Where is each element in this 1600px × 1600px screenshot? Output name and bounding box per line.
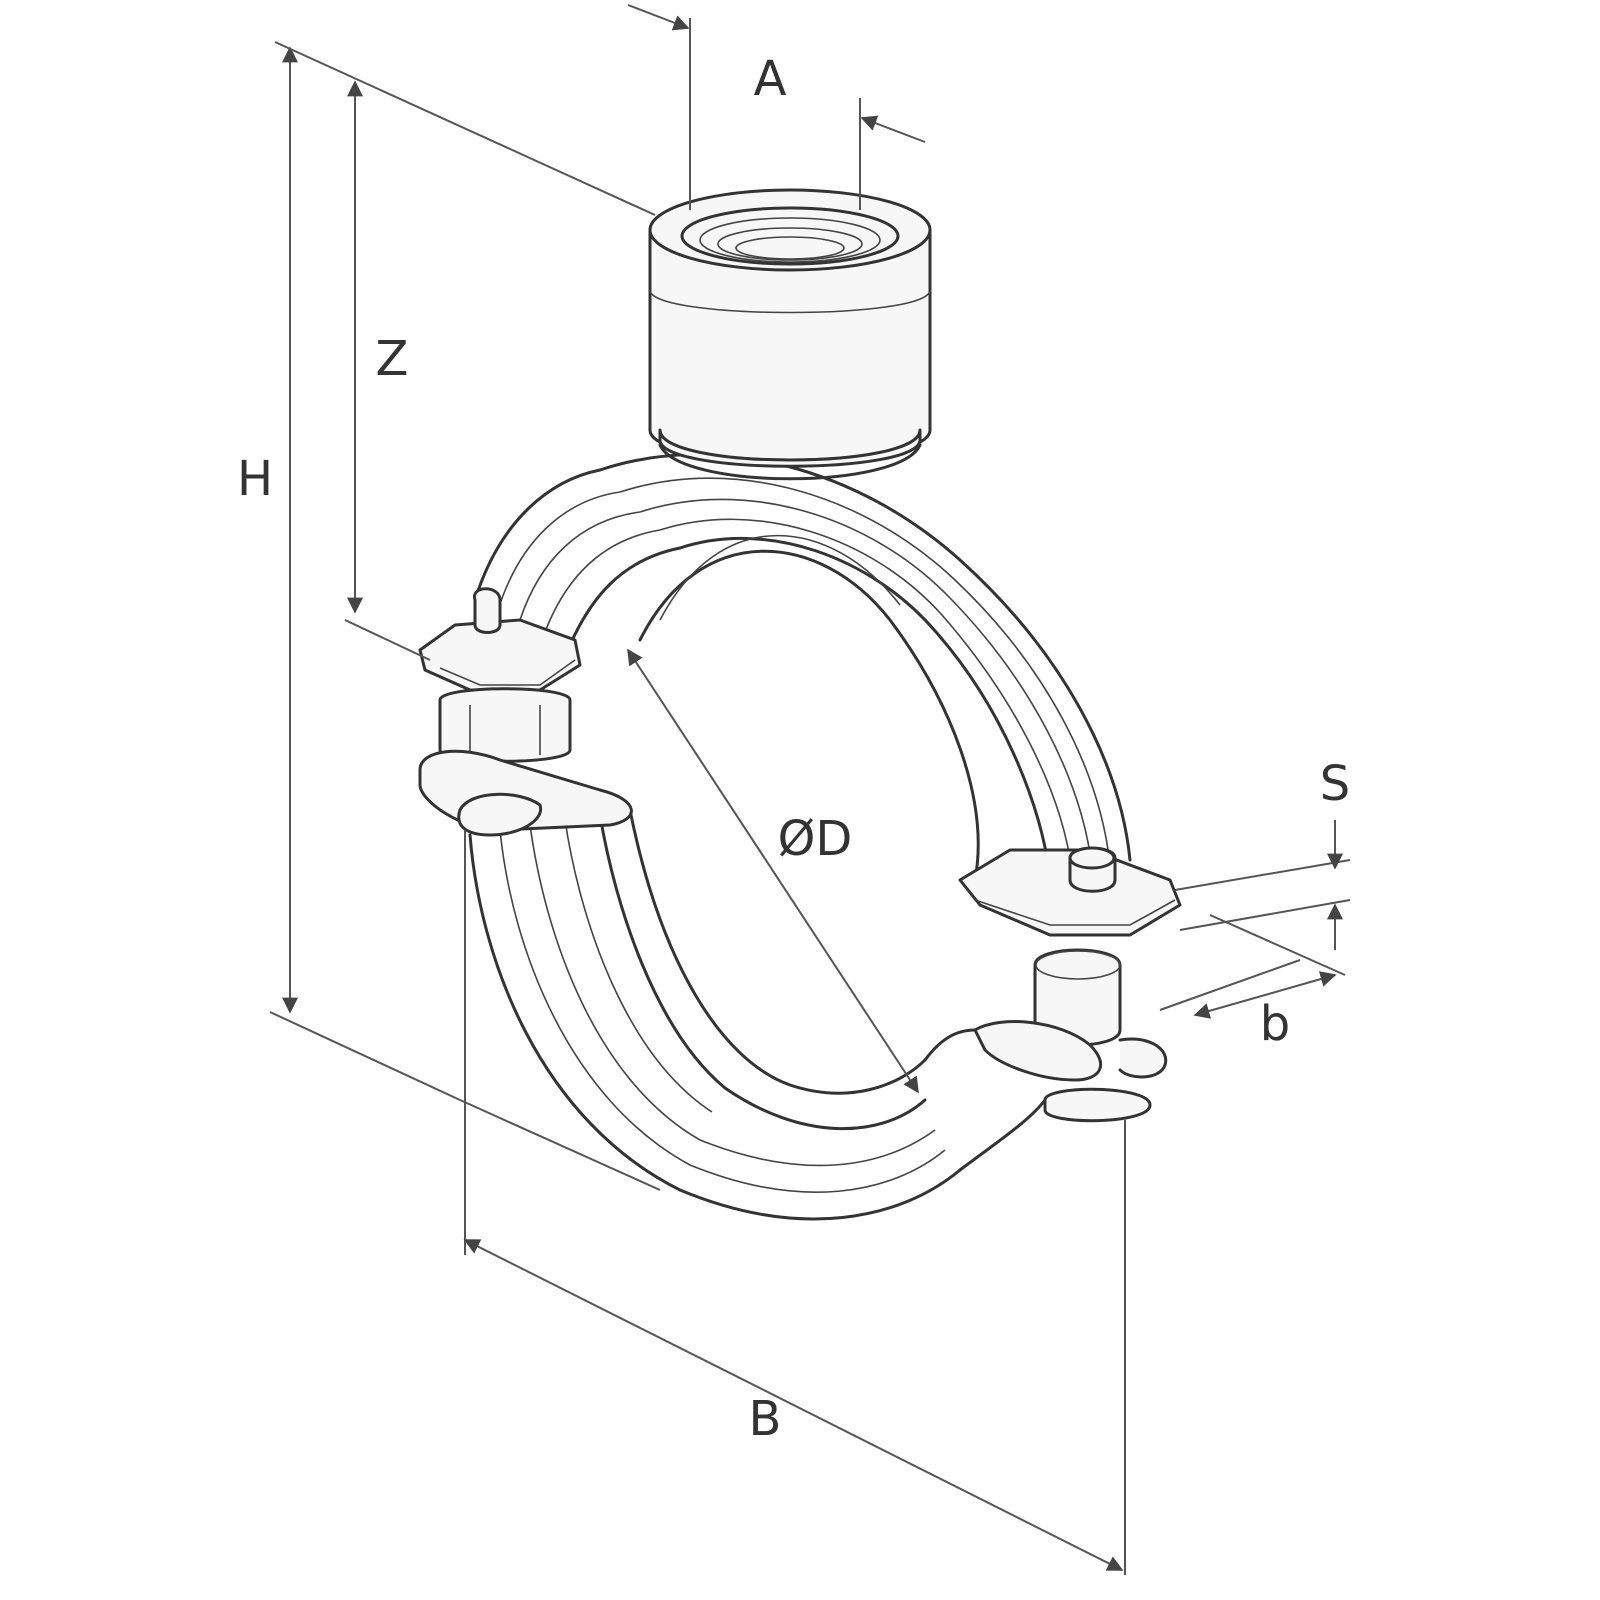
label-h: H xyxy=(237,451,273,507)
dimension-lines xyxy=(269,4,1351,1575)
label-a: A xyxy=(754,51,787,107)
dimension-labels: A H Z ØD S b B xyxy=(237,51,1350,1447)
label-z: Z xyxy=(376,331,409,387)
label-b-small: b xyxy=(1260,996,1290,1052)
label-b: B xyxy=(749,1391,782,1447)
label-s: S xyxy=(1320,756,1350,812)
clamp-body xyxy=(418,188,1182,1221)
label-diameter-d: ØD xyxy=(778,811,853,867)
